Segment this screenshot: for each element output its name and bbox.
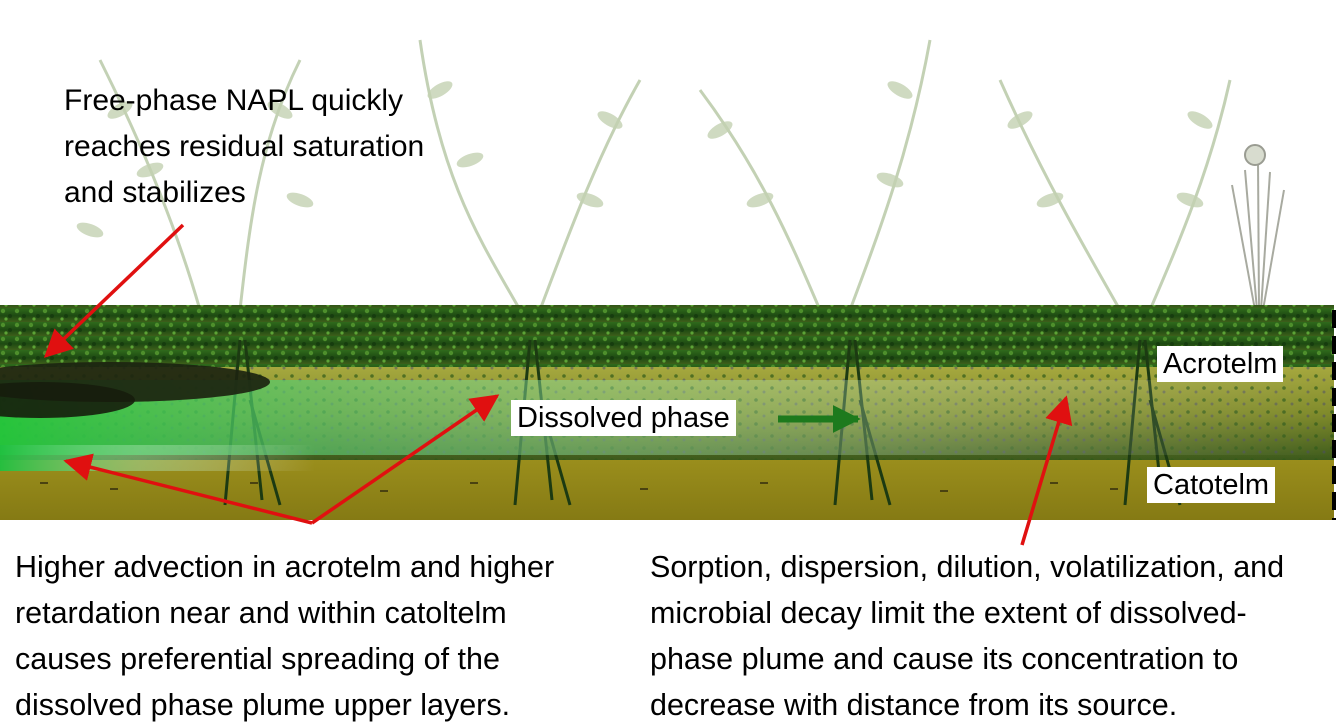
napl-callout-line-2: reaches residual saturation xyxy=(64,130,425,163)
sorption-callout-line-4: decrease with distance from its source. xyxy=(650,688,1178,722)
napl-callout-line-3: and stabilizes xyxy=(64,176,246,209)
advection-callout: Higher advection in acrotelm and higher … xyxy=(15,544,554,728)
red-arrows xyxy=(43,223,1073,546)
sedge-plant xyxy=(1231,144,1285,311)
acrotelm-label: Acrotelm xyxy=(1157,346,1284,382)
sorption-callout-line-2: microbial decay limit the extent of diss… xyxy=(650,596,1247,630)
dissolved-phase-label: Dissolved phase xyxy=(511,400,736,436)
catotelm-label: Catotelm xyxy=(1147,467,1276,503)
catotelm-specks xyxy=(40,482,1118,492)
arrow-to-plume-upper xyxy=(311,394,500,525)
sorption-callout-line-1: Sorption, dispersion, dilution, volatili… xyxy=(650,550,1285,584)
fern-leaflets xyxy=(76,81,1213,238)
sorption-callout: Sorption, dispersion, dilution, volatili… xyxy=(650,544,1284,728)
arrow-to-napl xyxy=(43,223,185,358)
moss-surface xyxy=(0,305,1334,367)
arrow-to-plume-lower xyxy=(63,453,313,525)
advection-callout-line-3: causes preferential spreading of the xyxy=(15,642,500,676)
sorption-callout-line-3: phase plume and cause its concentration … xyxy=(650,642,1239,676)
napl-callout: Free-phase NAPL quickly reaches residual… xyxy=(64,78,424,216)
napl-callout-line-1: Free-phase NAPL quickly xyxy=(64,84,404,117)
advection-callout-line-4: dissolved phase plume upper layers. xyxy=(15,688,511,722)
advection-callout-line-1: Higher advection in acrotelm and higher xyxy=(15,550,555,584)
advection-callout-line-2: retardation near and within catoltelm xyxy=(15,596,507,630)
arrow-to-plume-front xyxy=(1020,395,1073,546)
dissolved-plume-lower xyxy=(0,445,700,471)
